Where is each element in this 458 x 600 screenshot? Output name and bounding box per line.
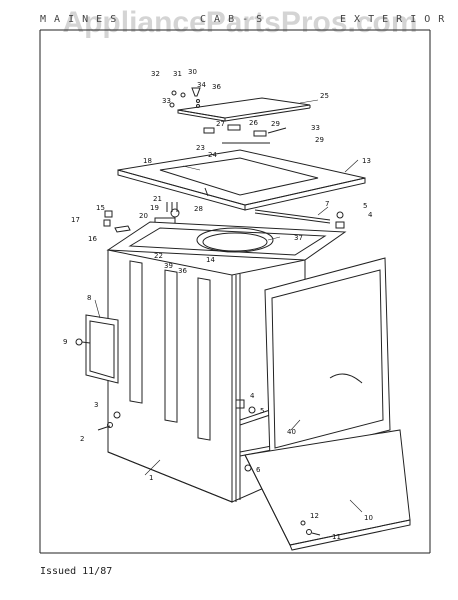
callout-37: 37 bbox=[294, 234, 303, 242]
callout-22: 22 bbox=[154, 252, 163, 260]
callout-17: 17 bbox=[71, 216, 80, 224]
screw-part-6 bbox=[244, 464, 252, 472]
header-right: E X T E R I O R bbox=[340, 14, 446, 25]
callout-9: 9 bbox=[63, 338, 67, 346]
leader-lines bbox=[94, 99, 363, 513]
callout-36-lower: 36 bbox=[178, 267, 187, 275]
top-frame-part-13 bbox=[117, 149, 366, 211]
callout-10: 10 bbox=[364, 514, 373, 522]
callout-4: 4 bbox=[368, 211, 373, 219]
header-left: M A I N E S bbox=[40, 14, 118, 25]
callout-14: 14 bbox=[206, 256, 215, 264]
toe-panel-part-10 bbox=[244, 429, 411, 551]
callout-40: 40 bbox=[287, 428, 296, 436]
callout-labels: 32 31 30 34 36 33 25 27 26 29 33 29 23 2… bbox=[63, 68, 373, 541]
watermark: AppliancePartsPros.com bbox=[62, 6, 418, 39]
callout-4-lower: 4 bbox=[250, 392, 255, 400]
callout-7: 7 bbox=[325, 200, 329, 208]
front-panel-part-7 bbox=[264, 257, 391, 461]
callout-8: 8 bbox=[87, 294, 91, 302]
callout-36: 36 bbox=[212, 83, 221, 91]
drawing-linework bbox=[75, 87, 411, 551]
callout-31: 31 bbox=[173, 70, 182, 78]
lid-part-25 bbox=[177, 97, 311, 122]
callout-5-lower: 5 bbox=[260, 407, 264, 415]
callout-27: 27 bbox=[216, 120, 225, 128]
top-rail-part-7 bbox=[254, 209, 331, 224]
callout-32: 32 bbox=[151, 70, 160, 78]
callout-13: 13 bbox=[362, 157, 371, 165]
callout-29-right: 29 bbox=[315, 136, 324, 144]
callout-19: 19 bbox=[150, 204, 159, 212]
callout-29: 29 bbox=[271, 120, 280, 128]
tub-ring-part-37 bbox=[196, 227, 274, 253]
callout-26: 26 bbox=[249, 119, 258, 127]
screws-parts-11-12 bbox=[300, 520, 321, 536]
callout-30: 30 bbox=[188, 68, 197, 76]
screw-part-9 bbox=[75, 338, 91, 346]
issued-date: Issued 11/87 bbox=[40, 566, 113, 577]
callout-5: 5 bbox=[363, 202, 367, 210]
callout-39: 39 bbox=[164, 262, 173, 270]
header-center: C A B - S bbox=[200, 14, 264, 25]
access-panel-part-8 bbox=[85, 314, 119, 384]
bracket-parts-4-5-lower bbox=[235, 399, 256, 414]
callout-12: 12 bbox=[310, 512, 319, 520]
callout-18: 18 bbox=[143, 157, 152, 165]
small-hardware-top bbox=[169, 87, 287, 144]
callout-21: 21 bbox=[153, 195, 162, 203]
screws-parts-2-3 bbox=[97, 411, 121, 431]
callout-2: 2 bbox=[80, 435, 84, 443]
callout-33-right: 33 bbox=[311, 124, 320, 132]
callout-1: 1 bbox=[149, 474, 153, 482]
callout-15: 15 bbox=[96, 204, 105, 212]
callout-33: 33 bbox=[162, 97, 171, 105]
callout-20: 20 bbox=[139, 212, 148, 220]
callout-23: 23 bbox=[196, 144, 205, 152]
right-hardware-top bbox=[335, 211, 345, 229]
page-frame bbox=[39, 29, 431, 554]
callout-28: 28 bbox=[194, 205, 203, 213]
callout-11: 11 bbox=[332, 533, 341, 541]
callout-25: 25 bbox=[320, 92, 329, 100]
callout-24: 24 bbox=[208, 151, 217, 159]
callout-16: 16 bbox=[88, 235, 97, 243]
callout-3: 3 bbox=[94, 401, 98, 409]
callout-6: 6 bbox=[256, 466, 261, 474]
callout-34: 34 bbox=[197, 81, 206, 89]
